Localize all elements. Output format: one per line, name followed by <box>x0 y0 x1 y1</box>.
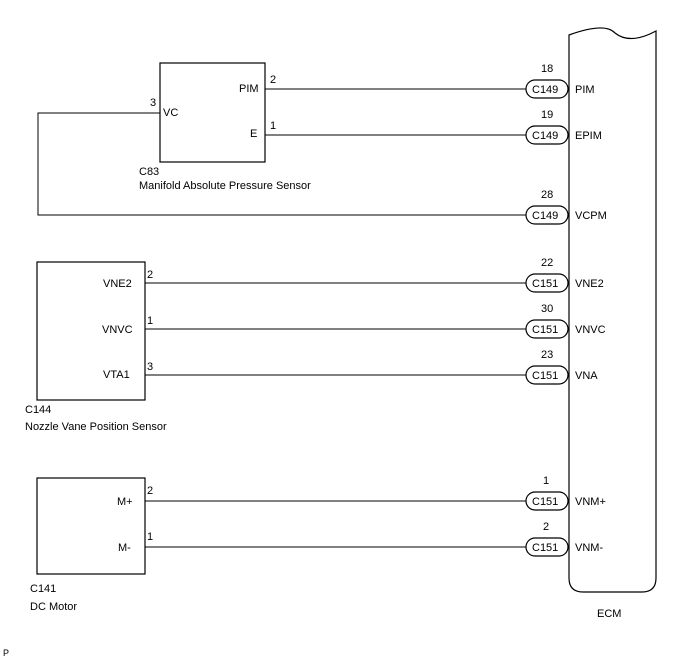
terminal-signal: VNA <box>575 370 598 382</box>
motor-pin-label-mminus: M- <box>118 542 131 554</box>
map-sensor-box <box>159 62 266 163</box>
ecm-terminal-pim: C149 18 PIM <box>525 63 595 99</box>
ecm-label: ECM <box>597 608 621 620</box>
connector-pill <box>525 79 569 99</box>
terminal-signal: VNE2 <box>575 278 604 290</box>
terminal-signal: PIM <box>575 84 595 96</box>
connector-code: C149 <box>532 210 558 222</box>
connector-pill <box>525 491 569 511</box>
ecm-body <box>568 27 657 593</box>
ecm-terminal-vnvc: C151 30 VNVC <box>525 303 606 339</box>
terminal-pin-number: 22 <box>541 257 553 269</box>
motor-pin-number-mplus: 2 <box>147 485 153 497</box>
terminal-signal: VNM- <box>575 542 603 554</box>
wire-vcpm <box>37 112 526 216</box>
ecm-terminal-vcpm: C149 28 VCPM <box>525 189 607 225</box>
terminal-pin-number: 18 <box>541 63 553 75</box>
ecm-terminal-epim: C149 19 EPIM <box>525 109 602 145</box>
ecm-terminal-vnm-minus: C151 2 VNM- <box>525 521 603 557</box>
connector-pill <box>525 537 569 557</box>
connector-code: C151 <box>532 324 558 336</box>
dc-motor-box <box>36 477 146 575</box>
nozzle-pin-number-vta1: 3 <box>147 361 153 373</box>
terminal-signal: VNM+ <box>575 496 606 508</box>
terminal-pin-number: 19 <box>541 109 553 121</box>
ecm-terminal-vne2: C151 22 VNE2 <box>525 257 604 293</box>
nozzle-pin-label-vnvc: VNVC <box>102 324 133 336</box>
dc-motor-name: DC Motor <box>30 601 77 613</box>
ecm-terminal-vnm-plus: C151 1 VNM+ <box>525 475 606 511</box>
map-pin-number-e: 1 <box>270 120 276 132</box>
footer-mark: P <box>3 648 9 658</box>
terminal-pin-number: 23 <box>541 349 553 361</box>
connector-code: C149 <box>532 130 558 142</box>
connector-pill <box>525 273 569 293</box>
map-pin-number-vc: 3 <box>150 97 156 109</box>
dc-motor-code: C141 <box>30 583 56 595</box>
motor-pin-label-mplus: M+ <box>117 496 133 508</box>
motor-pin-number-mminus: 1 <box>147 531 153 543</box>
map-pin-label-pim: PIM <box>239 83 259 95</box>
terminal-signal: VCPM <box>575 210 607 222</box>
nozzle-pin-number-vnvc: 1 <box>147 315 153 327</box>
connector-pill <box>525 319 569 339</box>
map-pin-label-vc: VC <box>163 107 178 119</box>
ecm-terminal-vna: C151 23 VNA <box>525 349 598 385</box>
connector-code: C151 <box>532 496 558 508</box>
terminal-signal: VNVC <box>575 324 606 336</box>
nozzle-sensor-name: Nozzle Vane Position Sensor <box>25 421 167 433</box>
map-pin-number-pim: 2 <box>270 74 276 86</box>
terminal-pin-number: 1 <box>543 475 549 487</box>
connector-code: C151 <box>532 542 558 554</box>
connector-code: C151 <box>532 370 558 382</box>
nozzle-pin-label-vne2: VNE2 <box>103 278 132 290</box>
nozzle-sensor-box <box>36 261 146 401</box>
connector-pill <box>525 205 569 225</box>
terminal-pin-number: 2 <box>543 521 549 533</box>
map-sensor-name: Manifold Absolute Pressure Sensor <box>139 180 311 192</box>
nozzle-pin-number-vne2: 2 <box>147 269 153 281</box>
connector-code: C151 <box>532 278 558 290</box>
nozzle-sensor-code: C144 <box>25 404 51 416</box>
terminal-signal: EPIM <box>575 130 602 142</box>
connector-pill <box>525 365 569 385</box>
terminal-pin-number: 28 <box>541 189 553 201</box>
map-pin-label-e: E <box>250 128 257 140</box>
nozzle-pin-label-vta1: VTA1 <box>103 369 130 381</box>
terminal-pin-number: 30 <box>541 303 553 315</box>
connector-pill <box>525 125 569 145</box>
connector-code: C149 <box>532 84 558 96</box>
map-sensor-code: C83 <box>139 166 159 178</box>
